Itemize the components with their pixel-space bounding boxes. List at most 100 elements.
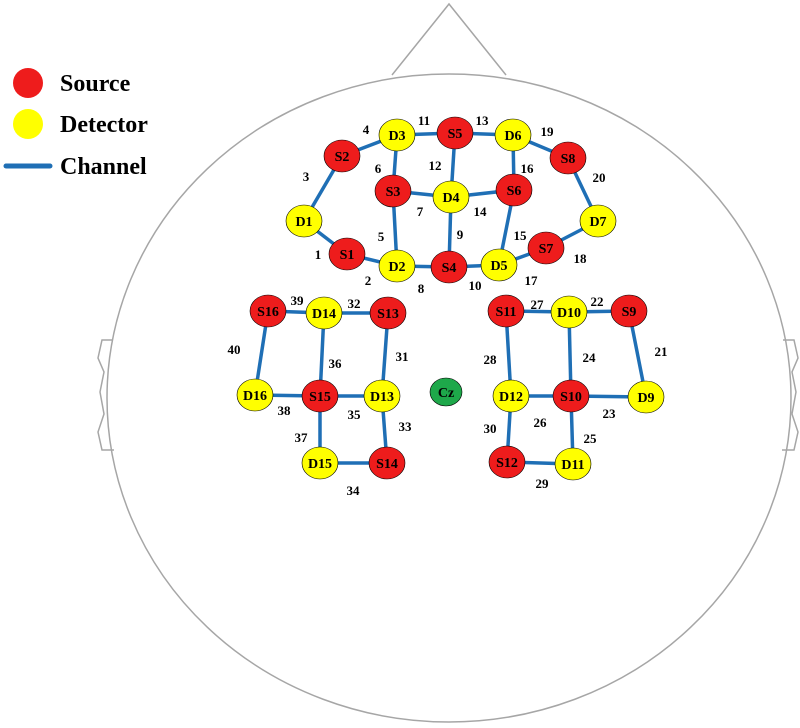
detector-d1: D1 xyxy=(285,204,323,238)
source-marker xyxy=(328,237,366,271)
head-circle xyxy=(106,73,792,723)
channel-number-23: 23 xyxy=(603,406,617,421)
source-label: S10 xyxy=(560,390,582,405)
detector-d16: D16 xyxy=(236,378,274,412)
channels-layer: 1234567891011121314151617181920212223242… xyxy=(228,113,668,498)
source-marker xyxy=(323,139,361,173)
source-s5: S5 xyxy=(436,116,474,150)
detector-marker xyxy=(480,248,518,282)
detector-marker xyxy=(378,249,416,283)
cz-marker xyxy=(429,377,463,407)
detector-marker xyxy=(579,204,617,238)
right-ear-outline xyxy=(782,339,799,451)
detector-marker xyxy=(378,118,416,152)
cz-label: Cz xyxy=(438,386,454,401)
source-label: S6 xyxy=(507,184,522,199)
channel-number-17: 17 xyxy=(525,273,539,288)
legend-channel-label: Channel xyxy=(60,154,147,180)
detector-marker xyxy=(305,296,343,330)
detector-marker xyxy=(236,378,274,412)
source-s1: S1 xyxy=(328,237,366,271)
channel-number-40: 40 xyxy=(228,342,241,357)
detector-label: D7 xyxy=(589,215,606,230)
source-marker xyxy=(430,250,468,284)
detector-label: D9 xyxy=(637,391,654,406)
detector-label: D5 xyxy=(490,259,507,274)
left-ear-outline xyxy=(97,339,114,451)
detector-marker xyxy=(432,180,470,214)
channel-number-36: 36 xyxy=(329,356,343,371)
source-marker xyxy=(249,294,287,328)
channel-number-18: 18 xyxy=(574,251,588,266)
source-s10: S10 xyxy=(552,379,590,413)
channel-number-8: 8 xyxy=(418,281,425,296)
detector-marker xyxy=(627,380,665,414)
source-label: S11 xyxy=(495,305,516,320)
channel-number-22: 22 xyxy=(591,294,604,309)
detector-label: D16 xyxy=(243,389,267,404)
source-s7: S7 xyxy=(527,231,565,265)
source-label: S4 xyxy=(442,261,457,276)
channel-number-33: 33 xyxy=(399,419,413,434)
detector-marker xyxy=(554,447,592,481)
channel-number-39: 39 xyxy=(291,293,305,308)
channel-number-2: 2 xyxy=(365,273,372,288)
channel-number-14: 14 xyxy=(474,204,488,219)
source-label: S5 xyxy=(448,127,463,142)
detector-label: D1 xyxy=(295,215,312,230)
detector-d10: D10 xyxy=(550,295,588,329)
source-label: S16 xyxy=(257,305,279,320)
detector-d4: D4 xyxy=(432,180,470,214)
source-label: S14 xyxy=(376,457,398,472)
channel-number-35: 35 xyxy=(348,407,362,422)
source-s15: S15 xyxy=(301,379,339,413)
channel-number-21: 21 xyxy=(655,344,668,359)
source-marker xyxy=(487,294,525,328)
reference-cz: Cz xyxy=(429,377,463,407)
detector-d3: D3 xyxy=(378,118,416,152)
source-s4: S4 xyxy=(430,250,468,284)
source-label: S15 xyxy=(309,390,331,405)
legend-source-marker xyxy=(13,68,43,98)
legend-detector-marker xyxy=(13,109,43,139)
source-label: S9 xyxy=(622,305,637,320)
source-marker xyxy=(436,116,474,150)
optodes-layer: S1S2S3S4S5S6S7S8S9S10S11S12S13S14S15S16D… xyxy=(236,116,665,481)
detector-label: D4 xyxy=(442,191,459,206)
detector-d15: D15 xyxy=(301,446,339,480)
detector-marker xyxy=(492,379,530,413)
source-marker xyxy=(610,294,648,328)
channel-number-10: 10 xyxy=(469,278,482,293)
source-marker xyxy=(369,296,407,330)
detector-label: D11 xyxy=(561,458,584,473)
channel-number-32: 32 xyxy=(348,296,361,311)
channel-number-24: 24 xyxy=(583,350,597,365)
channel-number-12: 12 xyxy=(429,158,442,173)
source-s3: S3 xyxy=(374,174,412,208)
channel-number-37: 37 xyxy=(295,430,309,445)
channel-number-7: 7 xyxy=(417,204,424,219)
detector-marker xyxy=(363,379,401,413)
source-label: S1 xyxy=(340,248,355,263)
source-marker xyxy=(374,174,412,208)
channel-number-13: 13 xyxy=(476,113,490,128)
channel-number-4: 4 xyxy=(363,122,370,137)
detector-marker xyxy=(301,446,339,480)
detector-label: D12 xyxy=(499,390,523,405)
source-marker xyxy=(527,231,565,265)
channel-number-31: 31 xyxy=(396,349,409,364)
source-marker xyxy=(549,141,587,175)
channel-number-19: 19 xyxy=(541,124,555,139)
source-label: S12 xyxy=(496,456,518,471)
detector-label: D2 xyxy=(388,260,405,275)
channel-number-1: 1 xyxy=(315,247,322,262)
channel-number-34: 34 xyxy=(347,483,361,498)
source-s6: S6 xyxy=(495,173,533,207)
detector-d14: D14 xyxy=(305,296,343,330)
channel-number-29: 29 xyxy=(536,476,550,491)
detector-marker xyxy=(494,118,532,152)
detector-d13: D13 xyxy=(363,379,401,413)
detector-marker xyxy=(285,204,323,238)
detector-d5: D5 xyxy=(480,248,518,282)
